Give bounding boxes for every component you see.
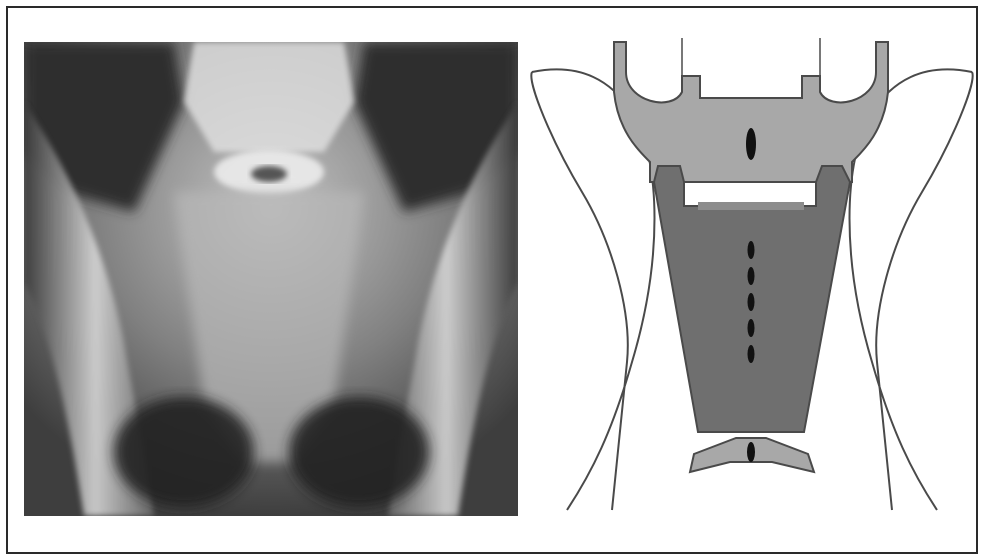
schematic-drawing xyxy=(522,32,982,522)
upper-segment xyxy=(614,42,888,182)
vertebra xyxy=(184,42,354,152)
radiograph-panel xyxy=(24,42,518,516)
radiograph-image xyxy=(24,42,518,516)
right-dark-region xyxy=(289,397,429,507)
upper-slot xyxy=(746,128,756,160)
left-dark-region xyxy=(114,397,254,507)
middle-slot xyxy=(748,345,755,363)
lower-slot xyxy=(747,442,755,462)
schematic-panel xyxy=(522,32,982,522)
